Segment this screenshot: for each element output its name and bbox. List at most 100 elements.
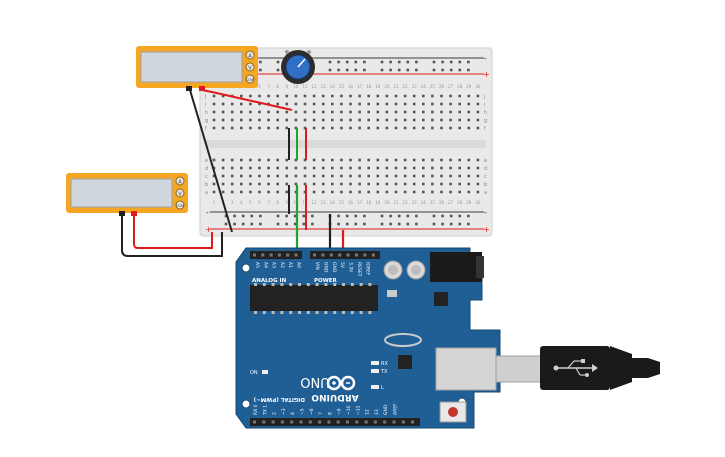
breadboard-hole[interactable] <box>249 158 252 162</box>
breadboard-hole[interactable] <box>412 174 416 178</box>
rail-hole[interactable] <box>380 222 384 226</box>
rail-hole[interactable] <box>415 68 418 72</box>
rail-hole[interactable] <box>467 222 470 226</box>
breadboard-hole[interactable] <box>449 158 452 162</box>
breadboard-hole[interactable] <box>385 118 389 122</box>
breadboard-hole[interactable] <box>340 94 343 98</box>
rail-hole[interactable] <box>354 222 358 226</box>
rail-hole[interactable] <box>241 222 245 226</box>
rail-hole[interactable] <box>241 214 245 218</box>
breadboard-hole[interactable] <box>230 126 234 130</box>
breadboard-hole[interactable] <box>276 190 279 194</box>
breadboard-hole[interactable] <box>221 158 225 162</box>
breadboard-hole[interactable] <box>267 94 270 98</box>
breadboard-hole[interactable] <box>467 110 471 114</box>
breadboard-hole[interactable] <box>258 94 261 98</box>
breadboard-hole[interactable] <box>267 110 270 114</box>
rail-hole[interactable] <box>363 60 366 64</box>
breadboard-hole[interactable] <box>476 182 480 186</box>
rail-hole[interactable] <box>224 222 228 226</box>
rail-hole[interactable] <box>259 60 262 64</box>
rail-hole[interactable] <box>354 68 358 72</box>
header-pin[interactable] <box>253 420 256 424</box>
usb-port[interactable] <box>435 347 497 391</box>
breadboard-hole[interactable] <box>267 190 270 194</box>
breadboard-hole[interactable] <box>385 158 389 162</box>
breadboard-hole[interactable] <box>449 102 452 106</box>
rail-hole[interactable] <box>449 222 453 226</box>
header-pin[interactable] <box>327 420 331 424</box>
rail-hole[interactable] <box>406 68 410 72</box>
breadboard-hole[interactable] <box>312 182 316 186</box>
breadboard-hole[interactable] <box>449 166 452 170</box>
breadboard-hole[interactable] <box>458 118 461 122</box>
breadboard-hole[interactable] <box>440 94 443 98</box>
breadboard-hole[interactable] <box>367 94 370 98</box>
breadboard-hole[interactable] <box>449 190 452 194</box>
breadboard-hole[interactable] <box>285 158 289 162</box>
breadboard-hole[interactable] <box>276 94 279 98</box>
breadboard-hole[interactable] <box>440 182 443 186</box>
breadboard-hole[interactable] <box>331 118 334 122</box>
rail-hole[interactable] <box>224 214 228 218</box>
breadboard-hole[interactable] <box>321 158 325 162</box>
breadboard-hole[interactable] <box>249 126 252 130</box>
breadboard-hole[interactable] <box>249 166 252 170</box>
breadboard-hole[interactable] <box>431 190 434 194</box>
breadboard-hole[interactable] <box>394 166 398 170</box>
breadboard-hole[interactable] <box>285 94 289 98</box>
breadboard-hole[interactable] <box>267 126 270 130</box>
breadboard-hole[interactable] <box>367 190 370 194</box>
breadboard-hole[interactable] <box>376 182 380 186</box>
breadboard-hole[interactable] <box>221 166 225 170</box>
breadboard-hole[interactable] <box>212 126 216 130</box>
rail-hole[interactable] <box>363 68 366 72</box>
breadboard-hole[interactable] <box>358 126 361 130</box>
breadboard-hole[interactable] <box>476 94 480 98</box>
rail-hole[interactable] <box>389 68 392 72</box>
breadboard-hole[interactable] <box>440 110 443 114</box>
header-pin[interactable] <box>261 253 265 257</box>
breadboard-hole[interactable] <box>221 94 225 98</box>
breadboard-hole[interactable] <box>349 190 352 194</box>
breadboard-hole[interactable] <box>240 110 243 114</box>
breadboard-hole[interactable] <box>321 182 325 186</box>
breadboard-hole[interactable] <box>258 166 261 170</box>
breadboard-hole[interactable] <box>249 174 252 178</box>
breadboard-hole[interactable] <box>458 94 461 98</box>
breadboard-hole[interactable] <box>285 166 289 170</box>
breadboard-hole[interactable] <box>240 94 243 98</box>
breadboard-hole[interactable] <box>230 174 234 178</box>
breadboard-hole[interactable] <box>321 102 325 106</box>
header-pin[interactable] <box>364 420 368 424</box>
breadboard-hole[interactable] <box>376 166 380 170</box>
rail-hole[interactable] <box>250 214 254 218</box>
breadboard-hole[interactable] <box>212 94 216 98</box>
rail-hole[interactable] <box>259 222 262 226</box>
breadboard-hole[interactable] <box>312 94 316 98</box>
rail-hole[interactable] <box>311 214 314 218</box>
breadboard-hole[interactable] <box>240 166 243 170</box>
potentiometer[interactable] <box>281 50 315 84</box>
breadboard-hole[interactable] <box>467 126 471 130</box>
header-pin[interactable] <box>329 253 333 257</box>
breadboard-hole[interactable] <box>358 118 361 122</box>
breadboard-hole[interactable] <box>240 158 243 162</box>
header-pin[interactable] <box>313 253 316 257</box>
breadboard-hole[interactable] <box>440 102 443 106</box>
breadboard-hole[interactable] <box>431 118 434 122</box>
breadboard-hole[interactable] <box>349 174 352 178</box>
breadboard-hole[interactable] <box>276 102 279 106</box>
breadboard-hole[interactable] <box>258 102 261 106</box>
breadboard-hole[interactable] <box>212 102 216 106</box>
breadboard-hole[interactable] <box>358 182 361 186</box>
header-pin[interactable] <box>371 253 375 257</box>
breadboard-hole[interactable] <box>467 166 471 170</box>
breadboard-hole[interactable] <box>367 182 370 186</box>
breadboard-hole[interactable] <box>476 110 480 114</box>
breadboard-hole[interactable] <box>331 190 334 194</box>
breadboard-hole[interactable] <box>212 118 216 122</box>
breadboard-hole[interactable] <box>422 94 425 98</box>
header-pin[interactable] <box>269 253 273 257</box>
